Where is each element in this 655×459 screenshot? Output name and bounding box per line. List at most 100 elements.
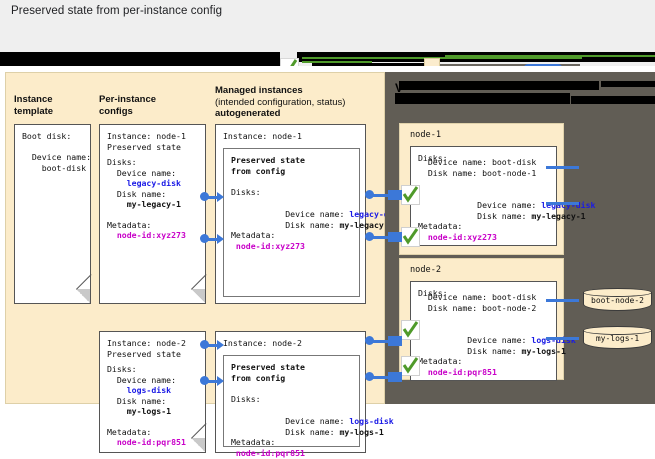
mi1-disks-label: Disks: (231, 187, 261, 197)
mi1-device-name-label: Device name: (280, 208, 350, 219)
cream-box-icon (424, 58, 440, 66)
mi1-metadata-label: Metadata: (231, 230, 276, 240)
preserved-check-icon (401, 320, 420, 340)
vm1-disks-label: Disks: (418, 153, 448, 163)
pic1-metadata-value: node-id:xyz273 (107, 230, 186, 240)
connector-arrow (217, 192, 224, 202)
disk-top (583, 326, 652, 335)
mi1-metadata-value: node-id:xyz273 (231, 241, 305, 251)
vm1-boot-device-label: Device name: boot-disk (418, 157, 537, 167)
vm-node-2-details: Disks: Device name: boot-disk Disk name:… (410, 281, 576, 381)
fold-corner (191, 289, 206, 304)
vm1-metadata-value: node-id:xyz273 (418, 232, 497, 242)
mi1-preserved-title: Preserved state from config (231, 155, 305, 176)
preserved-check-icon (401, 227, 420, 247)
vm2-metadata-value: node-id:pqr851 (418, 367, 497, 377)
vm-header-redaction-3 (395, 93, 570, 104)
mi2-title: Instance: node-2 (223, 338, 302, 348)
mi1-device-name-value: legacy-disk (349, 208, 404, 219)
pic2-device-name-value: logs-disk (107, 385, 172, 395)
column-header-instance-template: Instance template (14, 94, 54, 117)
connector-dot (365, 232, 374, 241)
pic1-disks-label: Disks: (107, 157, 137, 167)
connector-square (388, 190, 402, 200)
connector-square (388, 372, 402, 382)
legend-strip (0, 26, 655, 66)
vm1-device-name-label: Device name: (467, 199, 542, 210)
pic2-metadata-label: Metadata: (107, 427, 152, 437)
legend-green-line-3 (445, 55, 655, 57)
disk-label: boot-node-2 (591, 296, 644, 305)
vm2-boot-disk-label: Disk name: boot-node-2 (418, 303, 537, 313)
vm-node-1-name: node-1 (410, 130, 442, 140)
connector-square (388, 336, 402, 346)
connector-square (388, 232, 402, 242)
mi2-disk-name-value: my-logs-1 (339, 426, 384, 437)
pic2-header: Instance: node-2 Preserved state (107, 338, 186, 359)
legend-green-line-1 (302, 57, 582, 59)
fold-corner (191, 438, 206, 453)
mi2-preserved-title: Preserved state from config (231, 362, 305, 383)
vm-node-2-name: node-2 (410, 265, 442, 275)
connector-line (371, 376, 389, 379)
per-instance-config-card-node-1: Instance: node-1 Preserved state Disks: … (99, 124, 206, 304)
mi2-metadata-value: node-id:pqr851 (231, 448, 305, 458)
disk-cylinder (583, 330, 652, 349)
connector-line (206, 380, 218, 383)
legend-redaction-3 (312, 63, 424, 66)
column-header-managed-instances: Managed instances (intended configuratio… (215, 85, 346, 119)
legend-redaction-4 (438, 64, 580, 66)
page-title: Preserved state from per-instance config (11, 5, 223, 17)
disk-connector-line (546, 166, 579, 169)
instance-template-text: Boot disk: Device name: boot-disk (22, 131, 92, 173)
managed-instance-card-node-1: Instance: node-1 Preserved state from co… (215, 124, 404, 304)
disk-boot-node-2: boot-node-2 (583, 288, 652, 312)
pic2-disk-name-value: my-logs-1 (107, 406, 172, 416)
disk-top (583, 288, 652, 297)
vm-header-redaction-2 (601, 81, 655, 87)
preserved-check-icon (401, 356, 420, 376)
vm-header-redaction-4 (571, 96, 655, 104)
fold-corner (76, 289, 91, 304)
instance-template-card: Boot disk: Device name: boot-disk (14, 124, 91, 304)
connector-dot (200, 376, 209, 385)
pic1-device-name-label: Device name: (107, 168, 177, 178)
legend-green-line-2 (302, 61, 372, 63)
pic1-disk-name-value: my-legacy-1 (107, 199, 181, 209)
green-check-icon (280, 58, 299, 66)
pic2-disks-label: Disks: (107, 364, 137, 374)
pic2-device-name-label: Device name: (107, 375, 177, 385)
vm2-boot-device-label: Device name: boot-disk (418, 292, 537, 302)
disk-connector-line (546, 337, 579, 340)
disk-label: my-logs-1 (595, 334, 640, 343)
disk-cylinder (583, 292, 652, 311)
vm-instance-box-node-2: node-2 Disks: Device name: boot-disk Dis… (399, 258, 576, 381)
mi1-disk-name-label: Disk name: (280, 219, 340, 230)
pic1-disk-name-label: Disk name: (107, 189, 167, 199)
vm1-boot-disk-label: Disk name: boot-node-1 (418, 168, 537, 178)
disk-connector-line (546, 299, 579, 302)
vm-header-redaction-1 (399, 81, 599, 90)
mi1-preserved-state-box: Preserved state from config Disks: Devic… (223, 148, 404, 297)
connector-dot (365, 190, 374, 199)
legend-redaction-1 (0, 52, 280, 66)
vm2-disk-name-label: Disk name: (457, 345, 522, 356)
vm2-metadata-label: Metadata: (418, 356, 463, 366)
mi2-disks-label: Disks: (231, 394, 261, 404)
mi1-title: Instance: node-1 (223, 131, 302, 141)
connector-arrow (217, 376, 224, 386)
vm-node-1-details: Disks: Device name: boot-disk Disk name:… (410, 146, 595, 246)
title-bar: Preserved state from per-instance config (0, 0, 655, 26)
pic1-header: Instance: node-1 Preserved state (107, 131, 186, 152)
connector-line (371, 340, 389, 343)
connector-line (371, 194, 389, 197)
connector-arrow (217, 340, 224, 350)
vm-instance-box-node-1: node-1 Disks: Device name: boot-disk Dis… (399, 123, 595, 255)
pic2-metadata-value: node-id:pqr851 (107, 437, 186, 447)
connector-line (206, 344, 218, 347)
config-panel: Instance template Per-instance configs M… (5, 72, 404, 458)
mi2-metadata-label: Metadata: (231, 437, 276, 447)
pic1-device-name-value: legacy-disk (107, 178, 181, 188)
mi2-disk-name-label: Disk name: (280, 426, 340, 437)
connector-dot (200, 192, 209, 201)
